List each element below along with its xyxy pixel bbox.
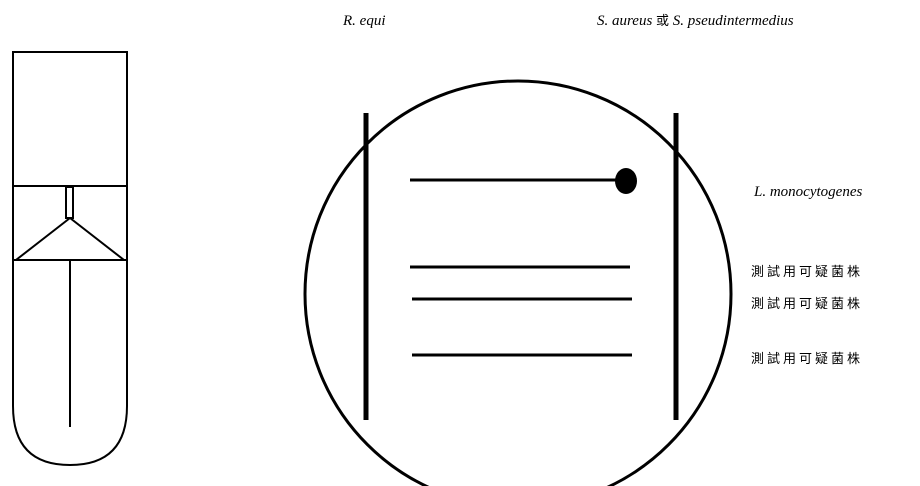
label-or: 或 — [656, 14, 670, 29]
label-test-strain-3: 測試用可疑菌株 — [751, 352, 864, 367]
label-s-pseudintermedius: S. pseudintermedius — [672, 13, 794, 29]
loop-stem — [65, 186, 74, 219]
label-staph-strains: S. aureus 或 S. pseudintermedius — [597, 12, 794, 31]
test-tube — [12, 51, 128, 467]
label-l-monocytogenes: L. monocytogenes — [754, 184, 863, 200]
streak-end-dot — [615, 168, 637, 194]
tube-outline — [12, 51, 128, 467]
petri-dish — [303, 79, 733, 486]
petri-dish-outline — [303, 79, 733, 486]
label-s-aureus: S. aureus — [597, 13, 653, 29]
label-test-strain-2: 測試用可疑菌株 — [751, 297, 864, 312]
label-test-strain-1: 測試用可疑菌株 — [751, 265, 864, 280]
loop-holder-triangle — [13, 216, 127, 261]
label-r-equi: R. equi — [343, 13, 386, 29]
